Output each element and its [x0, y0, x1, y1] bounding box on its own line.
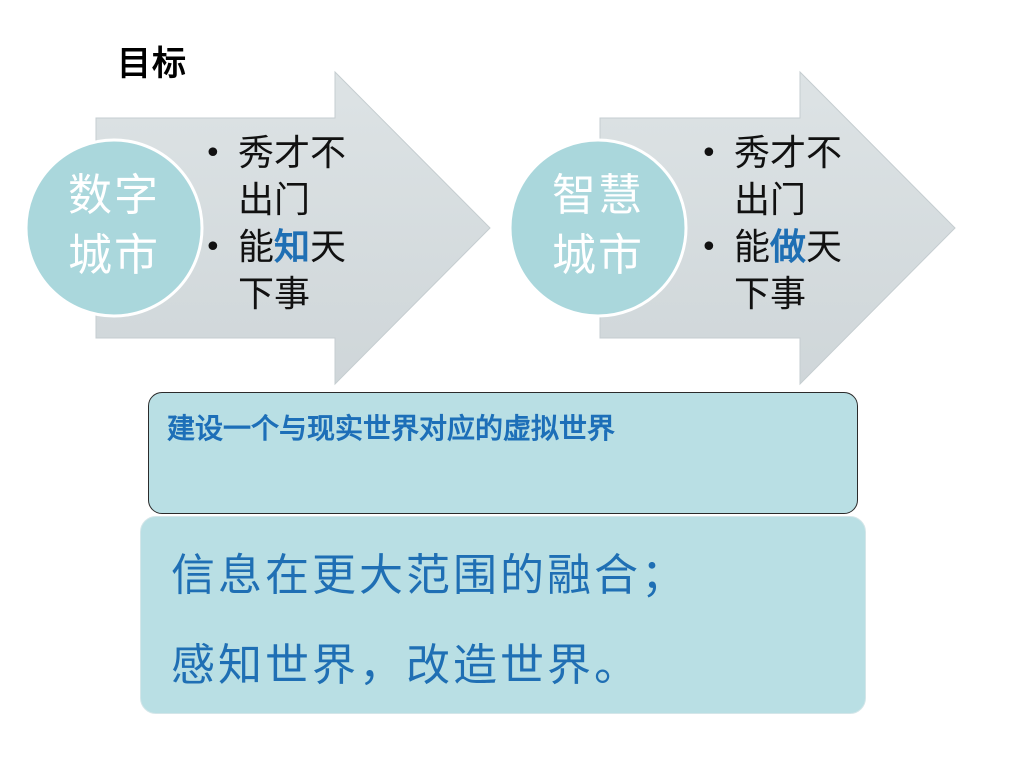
bullet-dot-icon: •: [700, 136, 718, 171]
bullet-text-pre: 能: [734, 227, 771, 268]
circle-label-1: 数字 城市: [44, 166, 184, 286]
bullet-item: • 能做天 下事: [700, 224, 842, 318]
circle-label-1-line1: 数字: [68, 170, 160, 221]
bullet-item: • 能知天 下事: [204, 224, 346, 318]
bullet-text-post: 天: [310, 227, 347, 268]
circle-label-2: 智慧 城市: [528, 166, 668, 286]
circle-digital-city: [24, 138, 204, 318]
bullet-item: • 秀才不 出门: [204, 130, 347, 224]
bullet-dot-icon: •: [700, 230, 718, 265]
slide-title: 目标: [117, 44, 187, 84]
virtual-world-text: 建设一个与现实世界对应的虚拟世界: [167, 412, 616, 445]
bullet-text: 秀才不: [238, 133, 347, 174]
bullet-text-pre: 能: [238, 227, 275, 268]
summary-box: 信息在更大范围的融合； 感知世界，改造世界。: [140, 516, 866, 714]
bullet-text: 能知天: [238, 224, 346, 271]
circle-label-2-line2: 城市: [552, 230, 644, 281]
circle-label-1-line2: 城市: [68, 230, 160, 281]
bullet-text: 下事: [238, 274, 311, 315]
bullet-highlight: 做: [770, 226, 807, 268]
summary-line-2: 感知世界，改造世界。: [171, 640, 641, 691]
bullet-dot-icon: •: [204, 230, 222, 265]
arrow-diagram: [24, 70, 956, 386]
circle-label-2-line1: 智慧: [552, 170, 644, 221]
bullet-highlight: 知: [274, 226, 311, 268]
bullet-text: 出门: [238, 180, 311, 221]
arrow-shape-1: [95, 70, 491, 386]
bullet-item: • 秀才不 出门: [700, 130, 843, 224]
bullet-text-post: 天: [806, 227, 843, 268]
bullet-text: 能做天: [734, 224, 842, 271]
summary-line-1: 信息在更大范围的融合；: [171, 550, 688, 601]
virtual-world-box: 建设一个与现实世界对应的虚拟世界: [148, 392, 858, 514]
circle-smart-city: [508, 138, 688, 318]
bullet-list-1: • 秀才不 出门 • 能知天 下事: [204, 130, 347, 318]
bullet-text: 出门: [734, 180, 807, 221]
bullet-text: 下事: [734, 274, 807, 315]
bullet-text: 秀才不: [734, 133, 843, 174]
bullet-dot-icon: •: [204, 136, 222, 171]
bullet-list-2: • 秀才不 出门 • 能做天 下事: [700, 130, 843, 318]
arrow-shape-2: [599, 70, 956, 386]
